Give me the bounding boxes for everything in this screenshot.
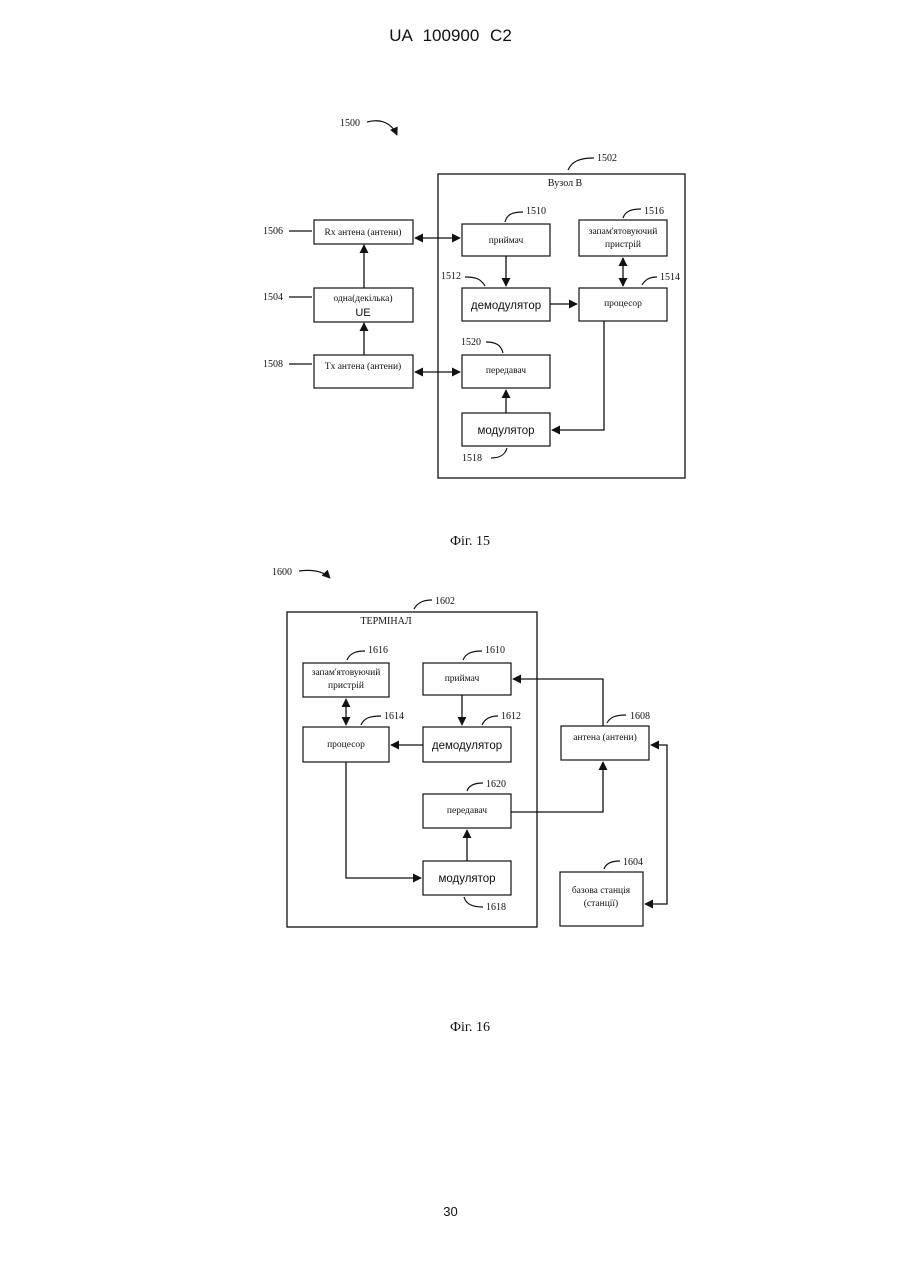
base-station-leader bbox=[604, 861, 620, 869]
ue-label-line2: UE bbox=[355, 307, 370, 319]
tx-antenna-ref: 1508 bbox=[263, 359, 283, 370]
fig16-demodulator-leader bbox=[482, 716, 498, 725]
fig15-demodulator-label: демодулятор bbox=[471, 300, 541, 312]
fig15-demodulator-leader bbox=[465, 277, 485, 286]
fig16-memory-label-line1: запам'ятовуючий bbox=[312, 667, 381, 678]
fig16-antenna-leader bbox=[607, 715, 626, 723]
fig15-modulator-ref: 1518 bbox=[462, 453, 482, 464]
ue-ref: 1504 bbox=[263, 292, 283, 303]
processor-to-modulator-arrow-16 bbox=[346, 762, 421, 878]
fig15-main-ref: 1500 bbox=[340, 118, 360, 129]
fig16-transmitter-leader bbox=[467, 783, 483, 791]
fig16-receiver-ref: 1610 bbox=[485, 645, 505, 656]
fig16-antenna-label: антена (антени) bbox=[573, 732, 637, 743]
fig15-transmitter-ref: 1520 bbox=[461, 337, 481, 348]
fig16-main-ref-arrow bbox=[299, 570, 330, 578]
node-b-label: Вузол В bbox=[548, 178, 583, 189]
antenna-basestation-link bbox=[645, 745, 667, 904]
rx-antenna-ref: 1506 bbox=[263, 226, 283, 237]
fig16-caption: Фіг. 16 bbox=[450, 1020, 490, 1035]
fig16-antenna-ref: 1608 bbox=[630, 711, 650, 722]
fig16-demodulator-label: демодулятор bbox=[432, 740, 502, 752]
processor-to-modulator-arrow bbox=[552, 321, 604, 430]
fig16-memory-leader bbox=[347, 651, 365, 660]
fig16-processor-leader bbox=[361, 716, 381, 725]
page-number: 30 bbox=[0, 1204, 901, 1219]
base-station-label-line2: (станції) bbox=[584, 898, 618, 909]
base-station-ref: 1604 bbox=[623, 857, 643, 868]
rx-antenna-label: Rx антена (антени) bbox=[325, 227, 402, 238]
fig15-transmitter-leader bbox=[486, 342, 503, 353]
fig16-modulator-leader bbox=[464, 897, 483, 907]
fig16-modulator-ref: 1618 bbox=[486, 902, 506, 913]
fig15-receiver-label: приймач bbox=[489, 235, 524, 246]
ue-label-line1: одна(декілька) bbox=[333, 293, 392, 304]
transmitter-to-antenna-arrow bbox=[511, 762, 603, 812]
fig16-memory-label-line2: пристрій bbox=[328, 680, 364, 691]
fig16-processor-ref: 1614 bbox=[384, 711, 404, 722]
figure-15: 1500 Вузол В 1502 Rx антена (антени) 150… bbox=[263, 118, 685, 549]
fig16-main-ref: 1600 bbox=[272, 567, 292, 578]
fig15-memory-label-line2: пристрій bbox=[605, 239, 641, 250]
figure-16: 1600 ТЕРМІНАЛ 1602 запам'ятовуючий прист… bbox=[272, 567, 667, 1035]
fig15-main-ref-arrow bbox=[367, 121, 397, 135]
fig15-memory-leader bbox=[623, 209, 641, 218]
node-b-ref: 1502 bbox=[597, 153, 617, 164]
fig16-memory-ref: 1616 bbox=[368, 645, 388, 656]
fig15-modulator-label: модулятор bbox=[477, 425, 534, 437]
node-b-leader bbox=[568, 158, 594, 170]
fig16-antenna-box bbox=[561, 726, 649, 760]
fig15-memory-box bbox=[579, 220, 667, 256]
fig15-processor-label: процесор bbox=[604, 299, 642, 309]
fig15-receiver-leader bbox=[505, 212, 523, 222]
terminal-leader bbox=[414, 600, 432, 609]
fig16-transmitter-label: передавач bbox=[447, 806, 487, 816]
antenna-to-receiver-arrow bbox=[513, 679, 603, 726]
fig15-demodulator-ref: 1512 bbox=[441, 271, 461, 282]
terminal-ref: 1602 bbox=[435, 596, 455, 607]
fig15-processor-ref: 1514 bbox=[660, 272, 680, 283]
terminal-label: ТЕРМІНАЛ bbox=[360, 616, 411, 627]
fig15-receiver-ref: 1510 bbox=[526, 206, 546, 217]
fig15-caption: Фіг. 15 bbox=[450, 534, 490, 549]
fig15-memory-ref: 1516 bbox=[644, 206, 664, 217]
fig16-receiver-leader bbox=[463, 651, 482, 660]
base-station-label-line1: базова станція bbox=[572, 885, 631, 896]
fig16-processor-label: процесор bbox=[327, 740, 365, 750]
fig15-modulator-leader bbox=[491, 448, 507, 458]
fig15-transmitter-label: передавач bbox=[486, 366, 526, 376]
fig16-transmitter-ref: 1620 bbox=[486, 779, 506, 790]
fig16-receiver-label: приймач bbox=[445, 673, 480, 684]
fig15-processor-leader bbox=[642, 277, 657, 285]
fig16-modulator-label: модулятор bbox=[438, 873, 495, 885]
tx-antenna-label: Tx антена (антени) bbox=[325, 361, 401, 372]
fig15-memory-label-line1: запам'ятовуючий bbox=[589, 226, 658, 237]
fig16-demodulator-ref: 1612 bbox=[501, 711, 521, 722]
